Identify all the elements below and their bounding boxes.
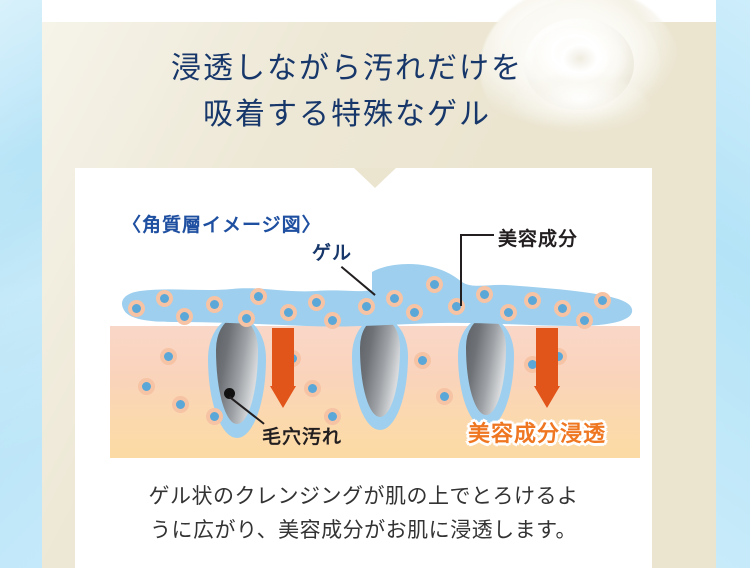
leader-line-beauty-ingredient-h (462, 234, 494, 236)
particle (436, 388, 453, 405)
particle (172, 396, 189, 413)
particle (386, 290, 403, 307)
label-gel: ゲル (312, 243, 353, 264)
caption-line-2: うに広がり、美容成分がお肌に浸透します。 (149, 519, 578, 542)
label-penetration: 美容成分浸透 (468, 421, 607, 446)
particle (128, 300, 145, 317)
particle (280, 304, 297, 321)
particle (524, 292, 541, 309)
particle (414, 352, 431, 369)
particle (324, 312, 341, 329)
particle (206, 296, 223, 313)
particle (358, 298, 375, 315)
label-pore-dirt: 毛穴汚れ (262, 427, 343, 448)
label-beauty-ingredient: 美容成分 (498, 229, 579, 250)
caption-text: ゲル状のクレンジングが肌の上でとろけるよ うに広がり、美容成分がお肌に浸透します… (75, 480, 652, 548)
particle (406, 304, 423, 321)
particle (426, 276, 443, 293)
particle (304, 380, 321, 397)
cream-swirl-photo (480, 0, 690, 166)
pore-right (458, 318, 514, 428)
particle (250, 288, 267, 305)
particle-beauty-ingredient (448, 298, 465, 315)
downward-triangle-pointer (354, 168, 396, 188)
stratum-corneum-diagram: 〈角質層イメージ図〉 (110, 200, 640, 458)
penetration-arrow-left (270, 328, 296, 408)
left-blue-edge-strip (0, 0, 42, 568)
diagram-title: 〈角質層イメージ図〉 (122, 215, 322, 236)
particle (554, 300, 571, 317)
caption-line-1: ゲル状のクレンジングが肌の上でとろけるよ (148, 485, 579, 508)
leader-line-beauty-ingredient-v (460, 234, 462, 306)
particle (594, 292, 611, 309)
particle (500, 304, 517, 321)
particle (206, 408, 223, 425)
right-blue-edge-strip (716, 0, 750, 568)
headline-line-2: 吸着する特殊なゲル (203, 98, 491, 131)
particle (324, 408, 341, 425)
pore-dirt-marker-dot (224, 388, 235, 399)
particle (238, 310, 255, 327)
pore-center (352, 318, 408, 430)
particle (176, 308, 193, 325)
particle (576, 312, 593, 329)
particle (156, 290, 173, 307)
headline-line-1: 浸透しながら汚れだけを (171, 52, 523, 85)
particle (160, 348, 177, 365)
particle (138, 378, 155, 395)
page-headline: 浸透しながら汚れだけを 吸着する特殊なゲル (42, 46, 652, 138)
particle (308, 294, 325, 311)
particle (476, 286, 493, 303)
penetration-arrow-right (534, 328, 560, 408)
